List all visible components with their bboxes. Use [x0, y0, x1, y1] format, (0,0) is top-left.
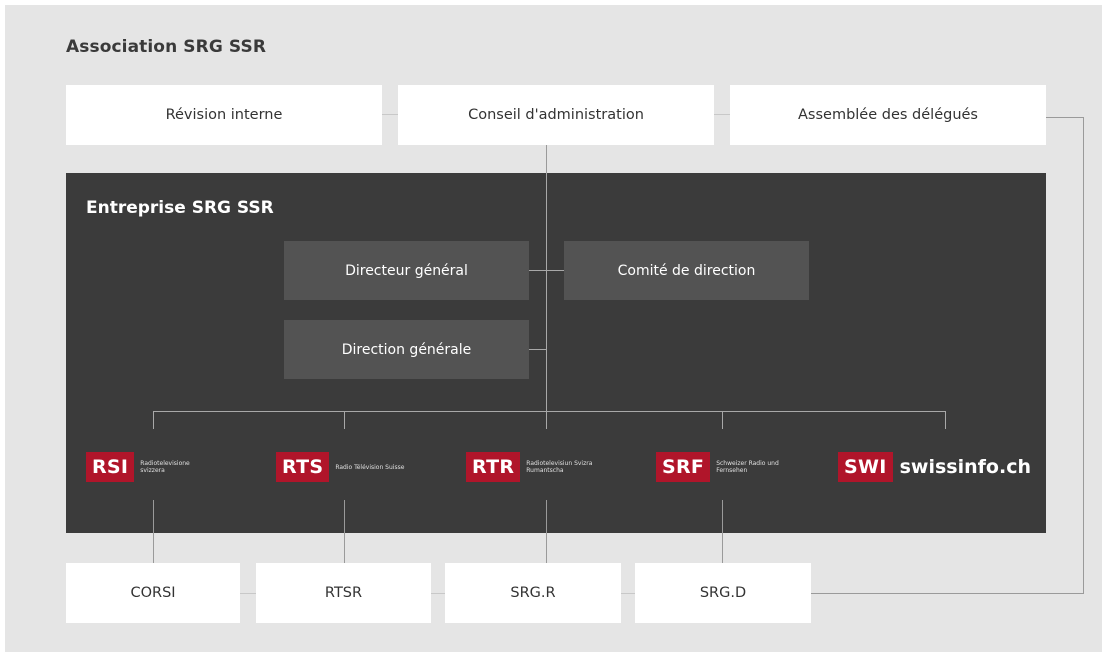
connector-directeur-comite	[529, 270, 564, 271]
srgr-box: SRG.R	[445, 563, 621, 623]
unit-rtr: RTR Radiotelevisiun Svizra Rumantscha	[466, 452, 596, 482]
connector-direction	[529, 349, 546, 350]
connector-unit-rts-drop	[344, 411, 345, 429]
connector-srgd-right	[811, 593, 1084, 594]
connector-rtr-srgr	[546, 500, 547, 563]
unit-rsi: RSI Radiotelevisione svizzera	[86, 452, 210, 482]
connector-revision-conseil	[382, 114, 398, 115]
connector-outer-vertical	[1083, 117, 1084, 594]
entreprise-title: Entreprise SRG SSR	[86, 198, 274, 218]
directeur-general-box: Directeur général	[284, 241, 529, 300]
connector-main-vertical	[546, 173, 547, 428]
rtr-logo-badge: RTR	[466, 452, 521, 482]
srf-subtitle: Schweizer Radio und Fernsehen	[716, 460, 779, 474]
connector-unit-rtr-drop	[546, 411, 547, 429]
unit-srf: SRF Schweizer Radio und Fernsehen	[656, 452, 786, 482]
connector-units-horizontal	[153, 411, 946, 412]
connector-srf-srgd	[722, 500, 723, 563]
connector-corsi-rtsr	[240, 593, 256, 594]
direction-generale-box: Direction générale	[284, 320, 529, 379]
connector-conseil-down	[546, 145, 547, 173]
comite-direction-box: Comité de direction	[564, 241, 809, 300]
connector-assemblee-right	[1046, 117, 1084, 118]
connector-rsi-corsi	[153, 500, 154, 563]
revision-interne-box: Révision interne	[66, 85, 382, 145]
assemblee-delegues-box: Assemblée des délégués	[730, 85, 1046, 145]
connector-unit-rsi-drop	[153, 411, 154, 429]
connector-unit-srf-drop	[722, 411, 723, 429]
unit-swi: SWI swissinfo.ch	[838, 452, 1031, 482]
connector-rts-rtsr	[344, 500, 345, 563]
corsi-box: CORSI	[66, 563, 240, 623]
unit-rts: RTS Radio Télévision Suisse	[276, 452, 405, 482]
rts-subtitle: Radio Télévision Suisse	[335, 463, 405, 471]
rsi-subtitle: Radiotelevisione svizzera	[140, 460, 190, 474]
connector-conseil-assemblee	[714, 114, 730, 115]
rtr-subtitle: Radiotelevisiun Svizra Rumantscha	[526, 460, 593, 474]
conseil-administration-box: Conseil d'administration	[398, 85, 714, 145]
swissinfo-text: swissinfo.ch	[899, 456, 1031, 478]
srgd-box: SRG.D	[635, 563, 811, 623]
swi-logo-badge: SWI	[838, 452, 893, 482]
connector-unit-swi-drop	[945, 411, 946, 429]
connector-srgr-srgd	[621, 593, 635, 594]
association-title: Association SRG SSR	[66, 37, 267, 57]
rsi-logo-badge: RSI	[86, 452, 135, 482]
srf-logo-badge: SRF	[656, 452, 711, 482]
rts-logo-badge: RTS	[276, 452, 330, 482]
rtsr-box: RTSR	[256, 563, 431, 623]
connector-rtsr-srgr	[431, 593, 445, 594]
